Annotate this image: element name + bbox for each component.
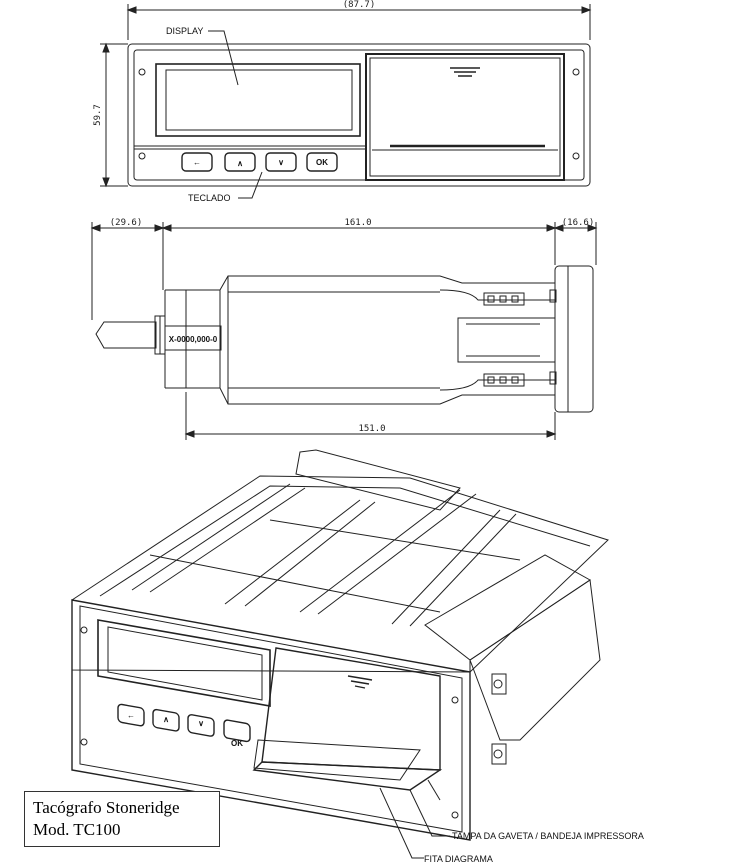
down-key-label: ∨	[278, 158, 284, 167]
tape-label: FITA DIAGRAMA	[424, 854, 493, 864]
width-dimension-label: (87.7)	[343, 0, 376, 10]
iso-ok-key[interactable]	[223, 719, 251, 743]
main-dimension-label: 161.0	[344, 218, 371, 228]
front-keypad: ← ∧ ∨ OK	[181, 152, 338, 172]
iso-back-key[interactable]	[117, 703, 145, 727]
iso-ok-key-label: OK	[231, 739, 243, 748]
iso-down-key[interactable]	[187, 714, 215, 737]
iso-up-key[interactable]	[152, 708, 180, 732]
front-display	[155, 63, 361, 137]
down-key[interactable]	[265, 152, 297, 172]
display-label: DISPLAY	[166, 26, 203, 36]
back-key[interactable]	[181, 152, 213, 172]
isometric-view: ← ∧ ∨ OK TAMPA DA GAVETA / BANDEJA IMPRE…	[71, 449, 644, 864]
printer-drawer-front	[365, 53, 565, 181]
bottom-dimension-label: 151.0	[358, 424, 385, 434]
front-view: (87.7) 59.7	[93, 0, 592, 203]
figure-caption: Tacógrafo Stoneridge Mod. TC100	[24, 791, 220, 847]
right-dimension-label: (16.6)	[562, 218, 595, 228]
up-key-label: ∧	[237, 159, 243, 168]
iso-back-key-label: ←	[127, 711, 135, 720]
iso-down-key-label: ∨	[198, 719, 204, 728]
part-number-label: X-0000,000-0	[169, 335, 218, 344]
drawer-label: TAMPA DA GAVETA / BANDEJA IMPRESSORA	[452, 831, 644, 841]
ok-key[interactable]	[306, 152, 338, 172]
iso-up-key-label: ∧	[163, 715, 169, 724]
back-key-label: ←	[193, 158, 201, 167]
up-key[interactable]	[224, 152, 256, 172]
side-view: (29.6) 161.0 (16.6) X-0000,000-0	[90, 218, 598, 440]
left-dimension-label: (29.6)	[110, 218, 143, 228]
caption-line-1: Tacógrafo Stoneridge	[33, 798, 180, 817]
keyboard-label: TECLADO	[188, 193, 231, 203]
ok-key-label: OK	[316, 158, 328, 167]
height-dimension-label: 59.7	[93, 104, 103, 126]
caption-line-2: Mod. TC100	[33, 820, 121, 839]
